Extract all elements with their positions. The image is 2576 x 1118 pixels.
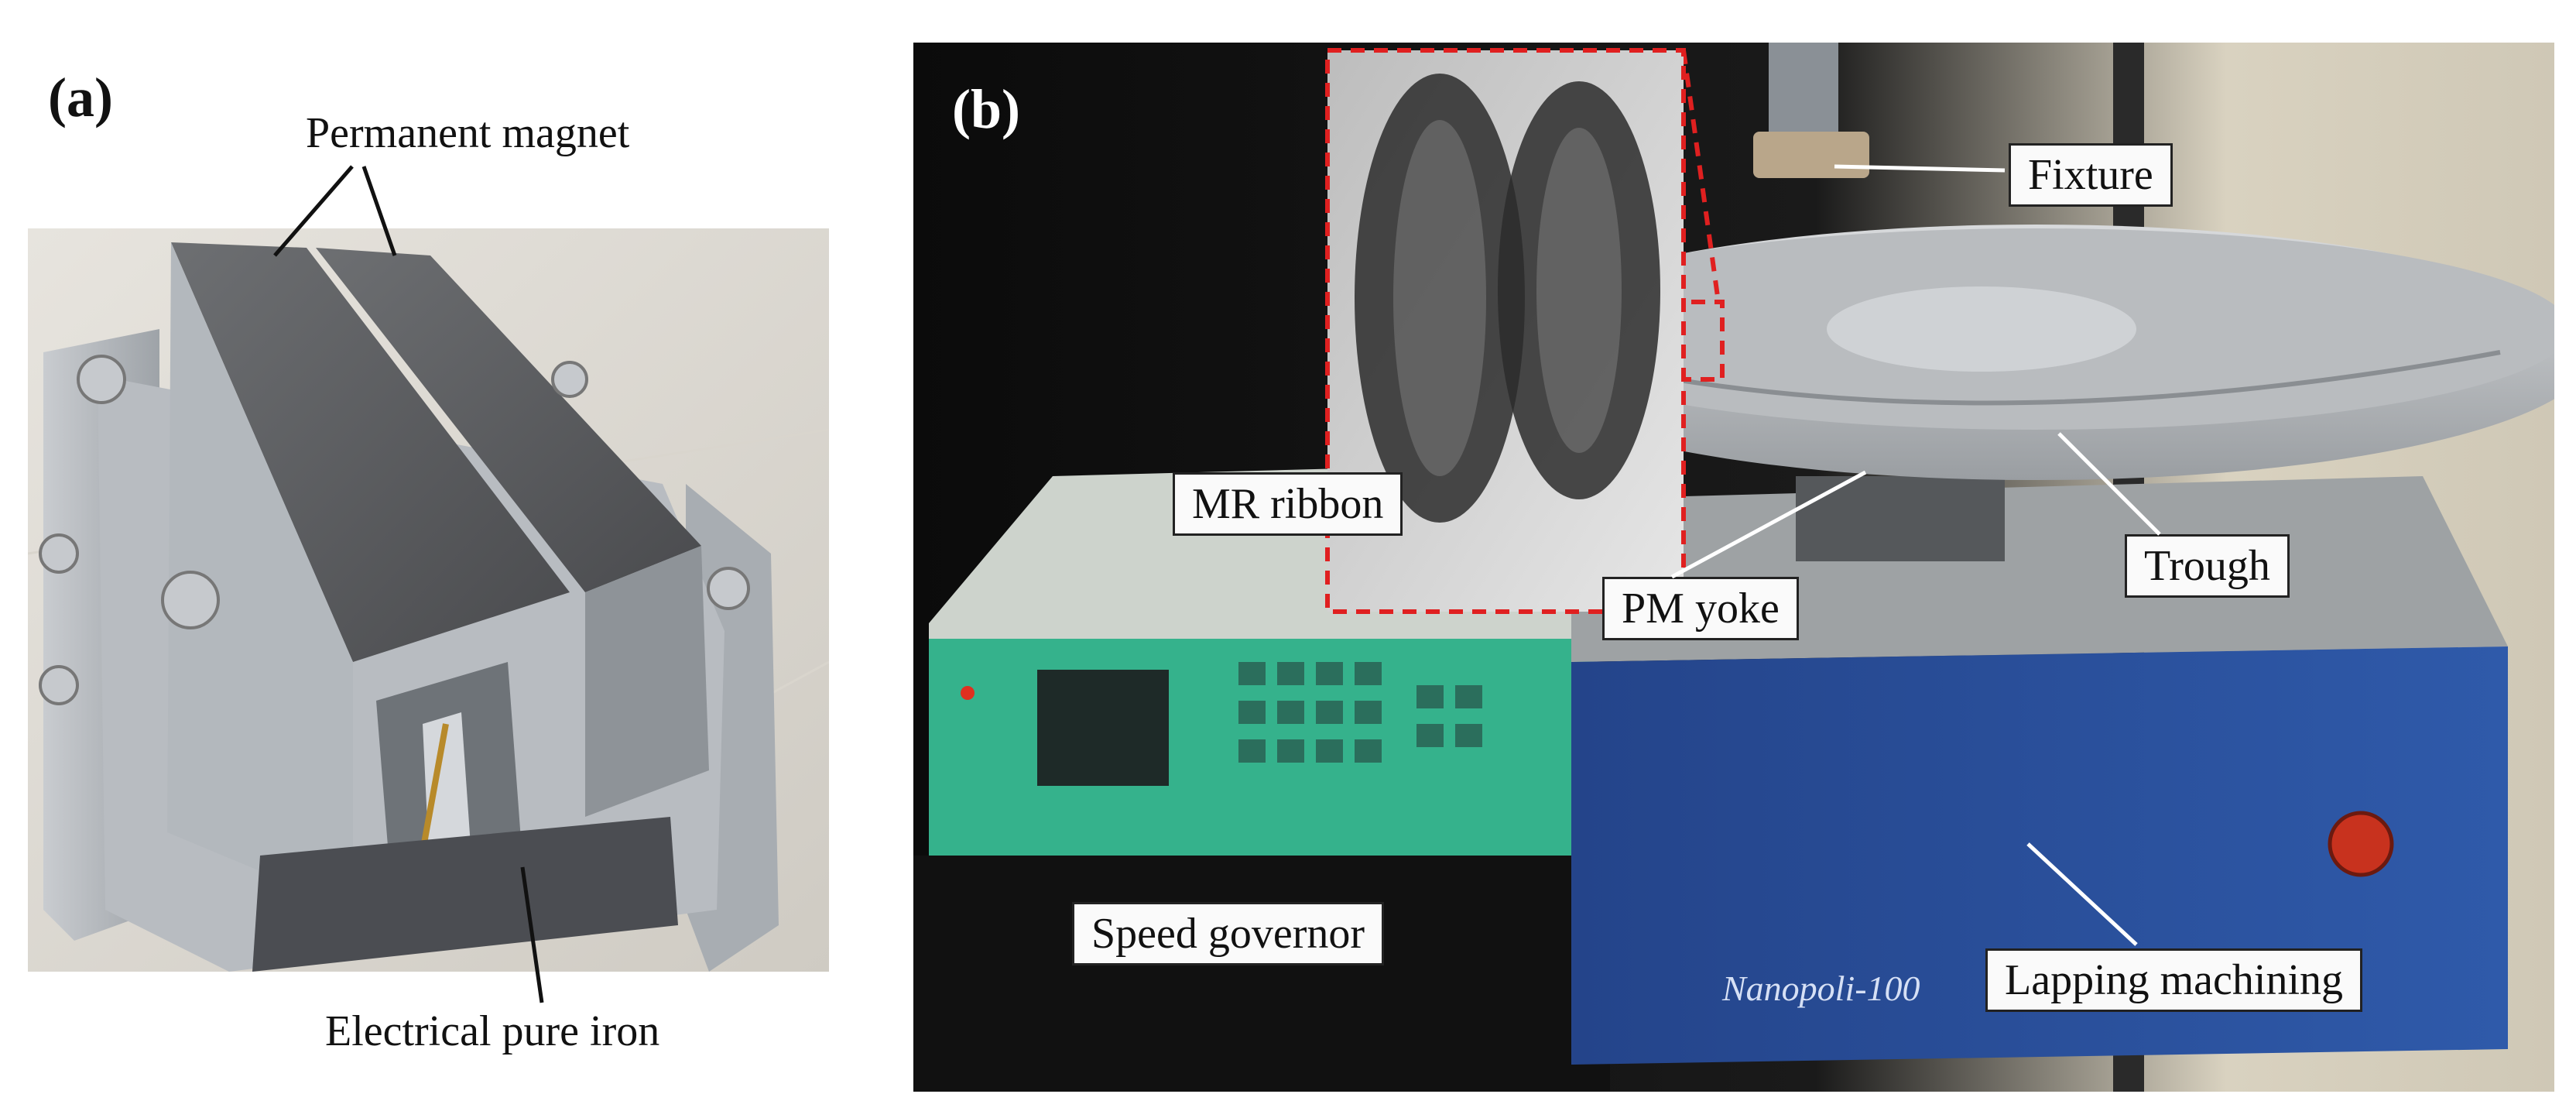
leader-electrical-pure-iron bbox=[520, 866, 544, 1003]
bolt-3 bbox=[551, 361, 588, 398]
bolt-4 bbox=[707, 567, 750, 610]
electrical-pure-iron-plate bbox=[252, 817, 678, 972]
leader-permanent-magnet-left bbox=[273, 165, 354, 257]
leader-fixture bbox=[1834, 164, 2006, 173]
bolt-5 bbox=[39, 533, 79, 574]
governor-keypad bbox=[1238, 662, 1482, 763]
permanent-magnet-left bbox=[171, 242, 570, 662]
label-speed-governor: Speed governor bbox=[1072, 902, 1385, 965]
panel-a-letter: (a) bbox=[48, 67, 113, 129]
label-mr-ribbon: MR ribbon bbox=[1173, 472, 1403, 536]
bolt-1 bbox=[77, 355, 126, 404]
leader-permanent-magnet-right bbox=[361, 166, 397, 256]
governor-screen bbox=[1037, 670, 1169, 786]
magnet-assembly-photo bbox=[28, 228, 829, 972]
label-fixture: Fixture bbox=[2009, 143, 2173, 207]
spindle bbox=[1769, 43, 1838, 135]
leader-trough bbox=[2057, 432, 2161, 536]
panel-b-letter: (b) bbox=[952, 78, 1020, 140]
power-led bbox=[961, 686, 975, 700]
label-pm-yoke: PM yoke bbox=[1602, 577, 1799, 640]
label-lapping-machining: Lapping machining bbox=[1985, 948, 2363, 1012]
label-electrical-pure-iron: Electrical pure iron bbox=[325, 1007, 660, 1055]
emergency-stop-button bbox=[2328, 811, 2394, 877]
leader-lapping-machining bbox=[2026, 842, 2138, 946]
label-permanent-magnet: Permanent magnet bbox=[306, 109, 630, 157]
leader-pm-yoke bbox=[1670, 470, 1867, 579]
permanent-magnet-right bbox=[316, 248, 701, 592]
machine-brand-text: Nanopoli-100 bbox=[1722, 969, 1920, 1008]
label-trough: Trough bbox=[2125, 534, 2290, 598]
bolt-2 bbox=[161, 571, 220, 629]
bolt-6 bbox=[39, 665, 79, 705]
